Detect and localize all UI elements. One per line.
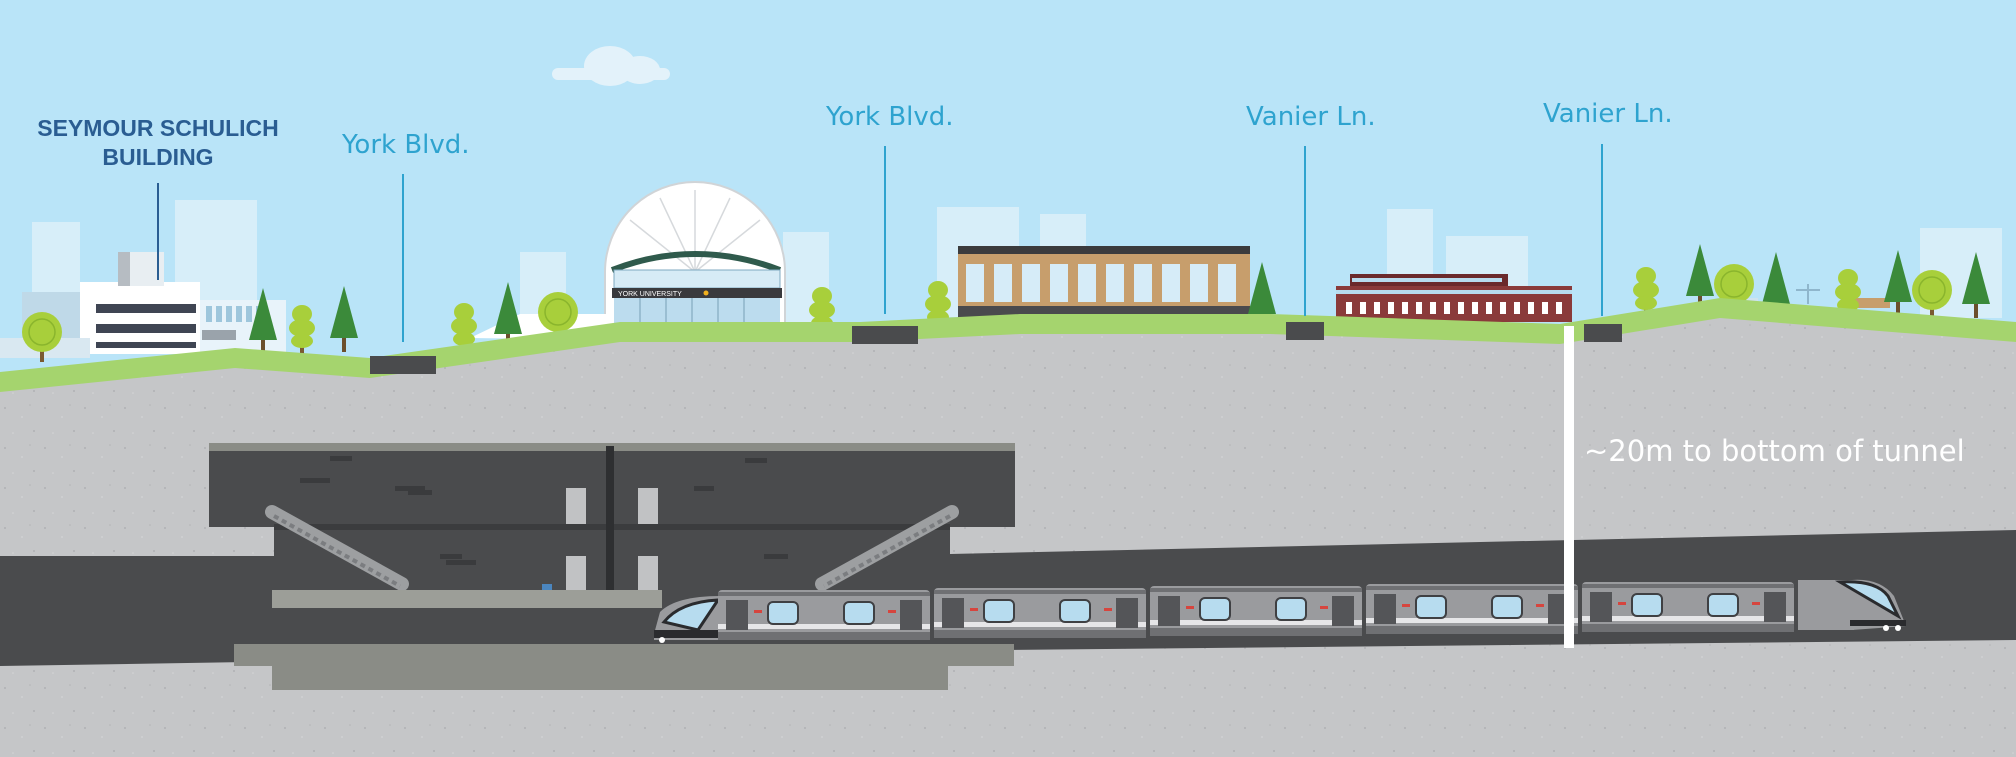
depth-note: ~20m to bottom of tunnel xyxy=(1584,434,1965,468)
stadium-sign: YORK UNIVERSITY xyxy=(618,291,682,298)
street-label-vanier-2: Vanier Ln. xyxy=(1543,99,1673,129)
street-marker-lines xyxy=(402,144,1603,342)
depth-indicator-line xyxy=(1564,326,1574,648)
station xyxy=(209,443,1015,592)
tan-building xyxy=(958,246,1250,324)
cloud-icon xyxy=(552,46,670,86)
street-label-york-1: York Blvd. xyxy=(342,130,470,160)
seymour-schulich-building xyxy=(0,252,286,358)
building-label-line1: SEYMOUR SCHULICH xyxy=(37,115,279,141)
street-label-york-2: York Blvd. xyxy=(826,102,954,132)
brick-building xyxy=(1336,274,1572,322)
platforms xyxy=(234,590,1014,690)
building-label-line2: BUILDING xyxy=(102,144,214,170)
grass xyxy=(0,298,2016,392)
street-label-vanier-1: Vanier Ln. xyxy=(1246,102,1376,132)
train-icon xyxy=(654,579,1906,643)
building-label: SEYMOUR SCHULICH BUILDING xyxy=(32,114,284,172)
road-crossings xyxy=(370,322,1622,374)
